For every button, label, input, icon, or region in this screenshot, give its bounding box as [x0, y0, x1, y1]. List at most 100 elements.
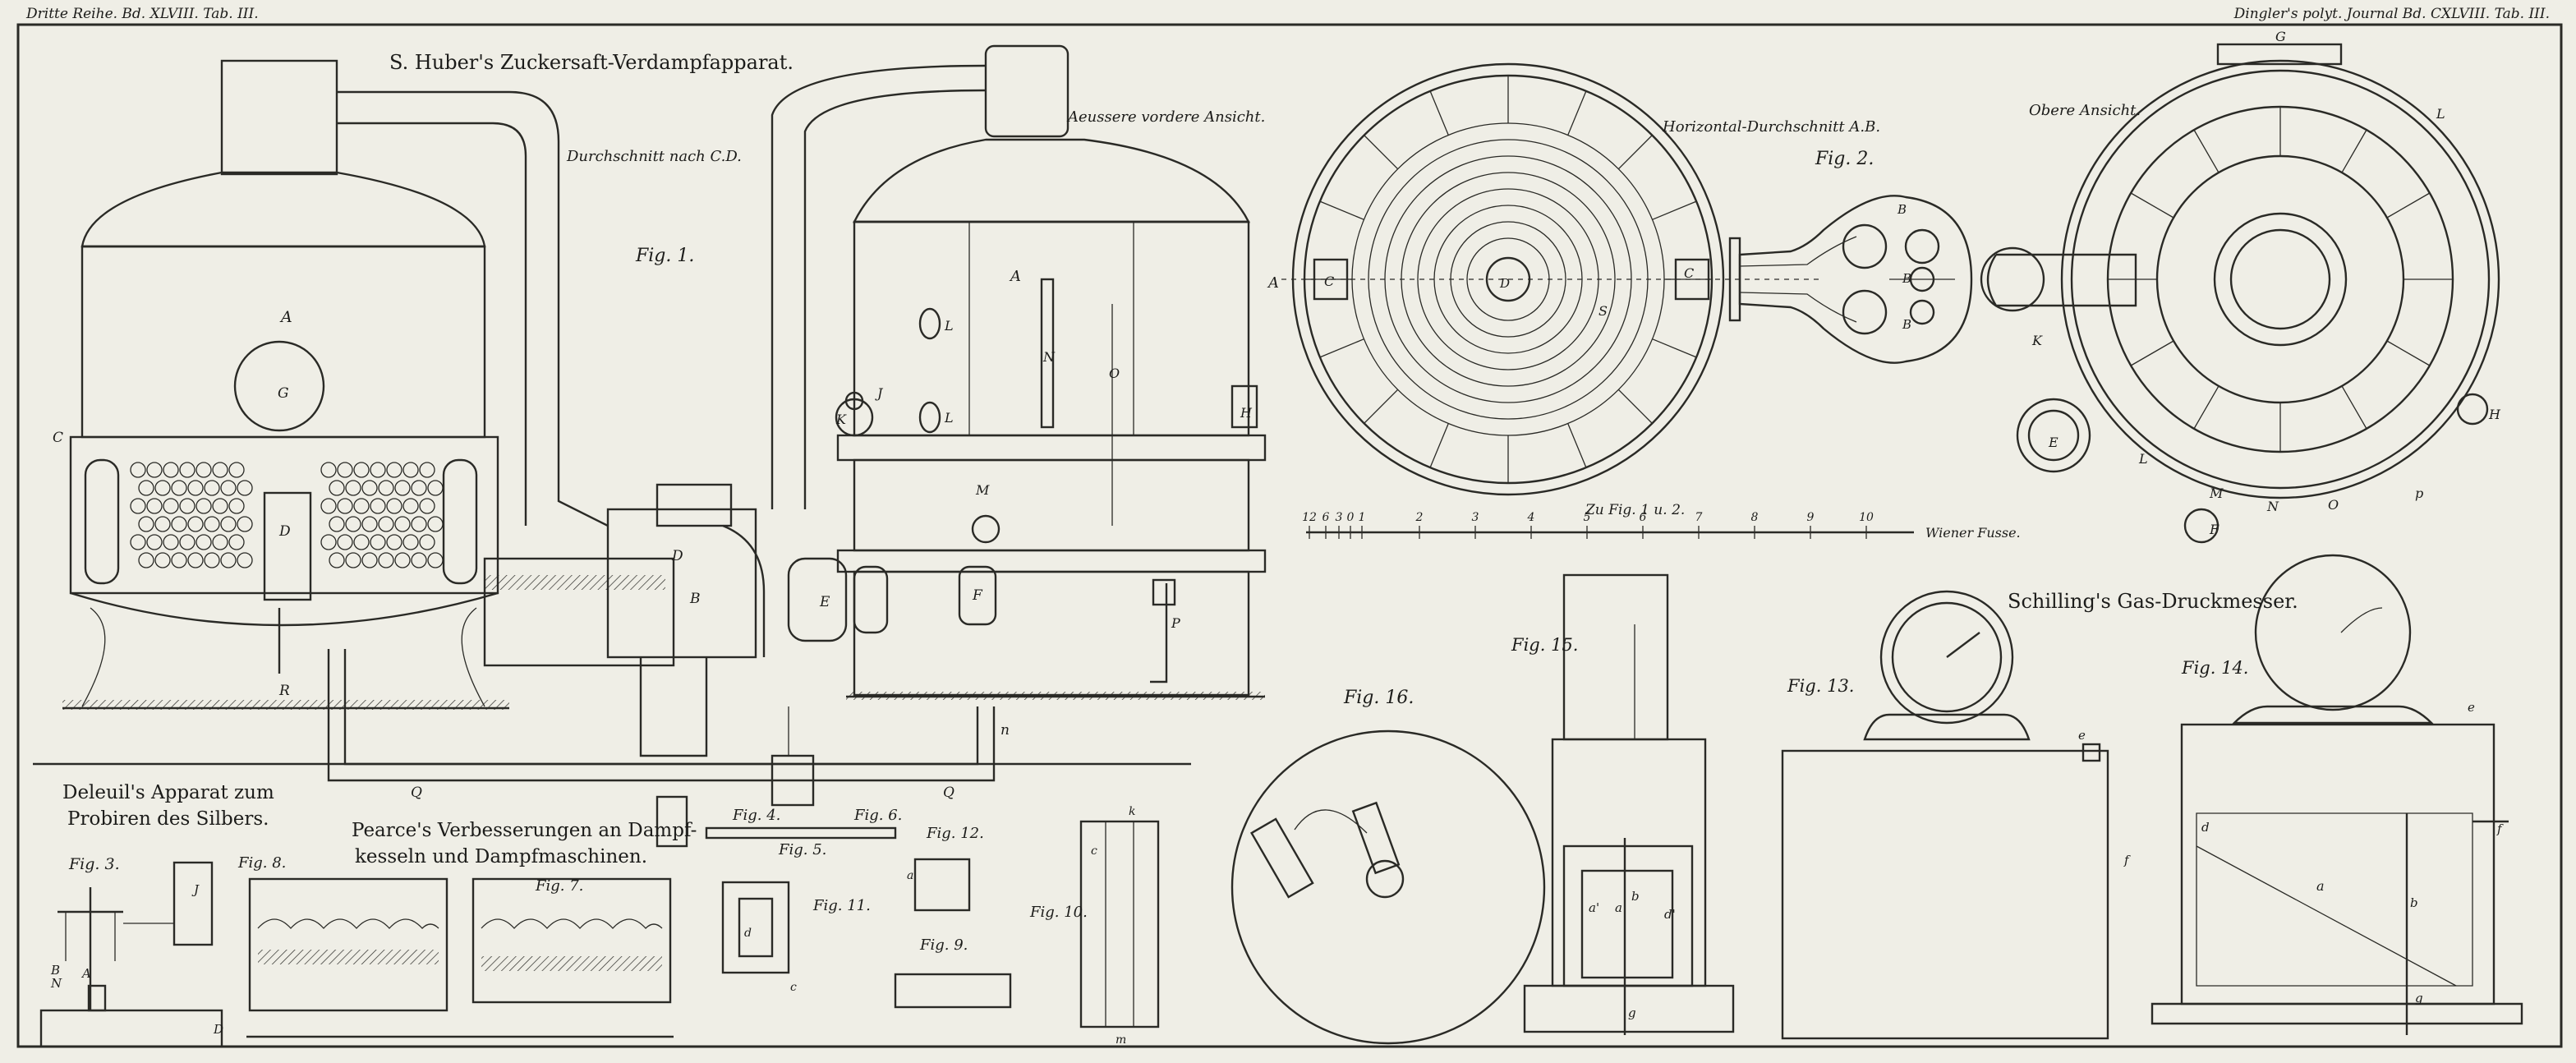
- letter-D-center: D: [1499, 276, 1510, 291]
- tube-left: [138, 552, 154, 568]
- letter-B-fig2-1: B: [1897, 202, 1907, 217]
- tube-left: [138, 516, 154, 532]
- tube-left: [146, 498, 163, 514]
- spoke-line: [2130, 340, 2174, 366]
- spoke-line: [1652, 338, 1697, 358]
- letter-a1-fig15: a': [1589, 900, 1599, 915]
- fig-11-label: Fig. 11.: [812, 897, 871, 914]
- tube-left: [228, 534, 245, 550]
- fig-6-label: Fig. 6.: [853, 807, 902, 824]
- letter-M-front: M: [975, 482, 990, 498]
- letter-L-top-2: L: [2138, 451, 2148, 467]
- tube-left: [187, 516, 204, 532]
- letter-J-deleuil: J: [191, 882, 200, 897]
- spoke-line: [1319, 338, 1364, 358]
- huber-section-drawing: [33, 59, 1191, 848]
- fig-5-label: Fig. 5.: [778, 841, 826, 858]
- letter-f-fig14: f: [2496, 821, 2504, 836]
- tube-right: [370, 498, 386, 514]
- tube-left: [130, 462, 146, 478]
- tube-right: [320, 534, 337, 550]
- pearce-furnace-drawings: [246, 877, 674, 1038]
- letter-S: S: [1598, 303, 1608, 319]
- tube-right: [353, 462, 370, 478]
- letter-a-fig12: a: [907, 869, 913, 882]
- tube-right: [361, 552, 378, 568]
- top-view-drawing: [1980, 43, 2500, 544]
- letter-b-fig14: b: [2410, 895, 2418, 910]
- scale-tick-label: 10: [1859, 511, 1874, 524]
- fig-10-label: Fig. 10.: [1029, 904, 1088, 921]
- letter-H-top: H: [2488, 407, 2501, 422]
- tube-left: [237, 480, 253, 496]
- scale-tick-label: 9: [1807, 511, 1815, 524]
- letter-A-section: A: [1267, 274, 1279, 292]
- tube-right: [345, 552, 361, 568]
- tube-left: [179, 462, 196, 478]
- letter-b-fig15: b: [1631, 889, 1640, 904]
- tube-left: [212, 462, 228, 478]
- scale-tick-label: 2: [1415, 511, 1424, 524]
- letter-N-deleuil: N: [50, 976, 62, 991]
- letter-F-top: F: [2209, 522, 2220, 537]
- tube-right: [337, 534, 353, 550]
- letter-m-fig10: m: [1116, 1033, 1126, 1047]
- title-deleuil-line2: Probiren des Silbers.: [67, 808, 269, 830]
- letter-c-fig10: c: [1091, 844, 1097, 858]
- letter-A-front: A: [1009, 268, 1021, 285]
- tube-right: [427, 516, 444, 532]
- tube-right: [353, 498, 370, 514]
- plate-border: [16, 23, 2563, 1048]
- tube-left: [146, 534, 163, 550]
- letter-d-fig11: d: [744, 927, 752, 940]
- tube-left: [179, 498, 196, 514]
- tube-right: [329, 516, 345, 532]
- tube-right: [329, 552, 345, 568]
- fig15-drawing: [1523, 573, 1735, 1035]
- letter-A-fig1: A: [279, 308, 292, 326]
- letter-f-fig13: f: [2123, 853, 2131, 867]
- tube-right: [419, 462, 435, 478]
- tube-right: [427, 480, 444, 496]
- scale-tick-label: 1: [1359, 511, 1366, 524]
- tube-left: [204, 516, 220, 532]
- letter-B-deleuil: B: [50, 963, 60, 978]
- tube-left: [163, 534, 179, 550]
- tube-left: [196, 534, 212, 550]
- scale-tick-label: 7: [1695, 511, 1703, 524]
- fig-8-label: Fig. 8.: [237, 854, 286, 872]
- spoke-line: [2341, 385, 2367, 430]
- letter-K-front: K: [835, 412, 847, 427]
- letter-G-top: G: [2275, 29, 2286, 44]
- tube-right: [419, 498, 435, 514]
- title-pearce-line1: Pearce's Verbesserungen an Dampf-: [352, 820, 697, 841]
- spoke-line: [2130, 192, 2174, 219]
- fig-12-label: Fig. 12.: [926, 825, 984, 842]
- tube-left: [130, 534, 146, 550]
- spoke-line: [1429, 423, 1449, 468]
- tube-right: [411, 516, 427, 532]
- letter-Q-1: Q: [411, 785, 422, 801]
- fig-9-label: Fig. 9.: [919, 936, 968, 954]
- spoke-line: [1617, 389, 1653, 424]
- spoke-line: [1652, 200, 1697, 220]
- letter-O-top: O: [2328, 497, 2339, 513]
- tube-right: [361, 480, 378, 496]
- fig-7-label: Fig. 7.: [535, 877, 583, 895]
- letter-B-block: B: [689, 591, 701, 607]
- letter-B-fig2-3: B: [1902, 317, 1911, 332]
- tube-right: [411, 552, 427, 568]
- tube-right: [378, 552, 394, 568]
- tube-left: [146, 462, 163, 478]
- tube-right: [370, 462, 386, 478]
- letter-d1-fig15: d': [1664, 907, 1676, 922]
- tube-left: [154, 516, 171, 532]
- tube-left: [179, 534, 196, 550]
- letter-R: R: [278, 683, 290, 699]
- tube-left: [187, 480, 204, 496]
- tube-right: [320, 498, 337, 514]
- tube-right: [427, 552, 444, 568]
- scale-tick-label: 3: [1472, 511, 1479, 524]
